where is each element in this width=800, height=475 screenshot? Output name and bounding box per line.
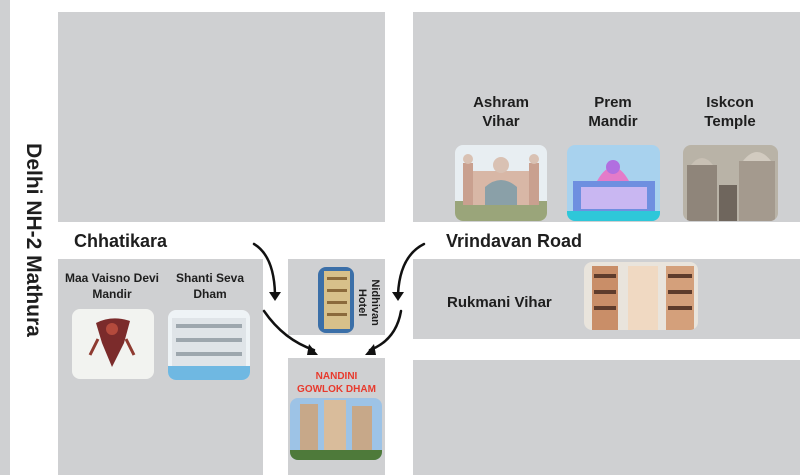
- nandini-gowlok-dham-photo: [290, 398, 382, 460]
- destination-line-2: GOWLOK DHAM: [297, 383, 376, 395]
- nidhivan-hotel-line-1: Nidhivan: [368, 279, 381, 327]
- iskcon-temple-line-2: Temple: [704, 112, 756, 130]
- ashram-vihar-line-2: Vihar: [482, 112, 520, 130]
- iskcon-temple-photo: [683, 145, 778, 221]
- destination-line-1: NANDINI: [315, 371, 358, 382]
- highway-label: Delhi NH-2 Mathura: [18, 95, 48, 385]
- nidhivan-hotel-photo: [318, 267, 354, 333]
- maa-vaisno-devi-line-2: Mandir: [92, 286, 132, 301]
- iskcon-temple-line-1: Iskcon: [706, 94, 754, 111]
- ashram-vihar-title: Ashram Vihar: [451, 94, 551, 132]
- shanti-seva-dham-line-1: Shanti Seva: [175, 271, 245, 285]
- ashram-vihar-photo: [455, 145, 547, 221]
- prem-mandir-line-1: Prem: [594, 94, 632, 111]
- nidhivan-hotel-label: Nidhivan Hotel: [352, 271, 384, 335]
- maa-vaisno-devi-line-1: Maa Vaisno Devi: [64, 271, 160, 285]
- rukmani-vihar-photo: [584, 262, 698, 330]
- vrindavan-road-label: Vrindavan Road: [446, 231, 583, 251]
- nidhivan-hotel-line-2: Hotel: [356, 289, 369, 317]
- ashram-vihar-line-1: Ashram: [473, 94, 529, 111]
- block-southeast: [413, 360, 800, 475]
- maa-vaisno-devi-title: Maa Vaisno Devi Mandir: [56, 271, 168, 302]
- nidhivan-hotel-text: Nidhivan Hotel: [355, 279, 381, 327]
- shanti-seva-dham-photo: [168, 310, 250, 380]
- shanti-seva-dham-title: Shanti Seva Dham: [165, 271, 255, 302]
- maa-vaisno-devi-photo: [72, 309, 154, 379]
- chhatikara-road-label: Chhatikara: [74, 231, 168, 251]
- highway-label-text: Delhi NH-2 Mathura: [22, 143, 45, 337]
- prem-mandir-title: Prem Mandir: [563, 94, 663, 132]
- block-west: [0, 0, 10, 475]
- prem-mandir-line-2: Mandir: [588, 112, 638, 130]
- rukmani-vihar-title: Rukmani Vihar: [447, 294, 552, 311]
- destination-label: NANDINI GOWLOK DHAM: [288, 371, 385, 396]
- shanti-seva-dham-line-2: Dham: [193, 286, 227, 301]
- prem-mandir-photo: [567, 145, 660, 221]
- iskcon-temple-title: Iskcon Temple: [680, 94, 780, 132]
- block-northwest: [58, 12, 385, 222]
